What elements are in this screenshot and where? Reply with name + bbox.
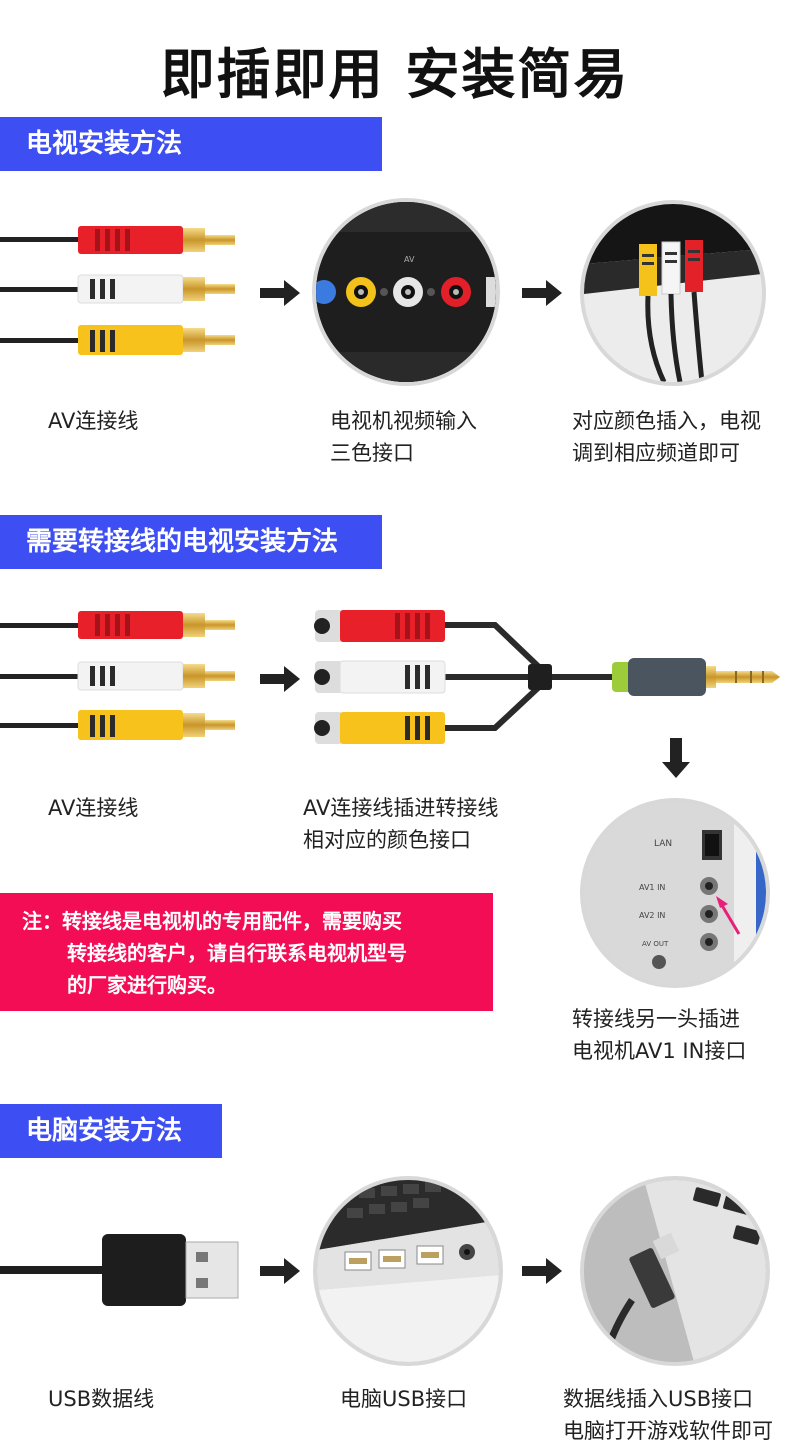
note-line-3: 的厂家进行购买。 — [67, 973, 227, 997]
lan-label: LAN — [654, 839, 672, 849]
arrow-right-icon — [260, 280, 300, 306]
tv-side-panel-photo: LAN AV1 IN AV2 IN AV OUT — [580, 798, 770, 988]
caption-tv-step2: 电视机视频输入 三色接口 — [330, 409, 477, 465]
arrow-right-icon — [522, 280, 562, 306]
white-plug — [0, 274, 235, 304]
note-line-1: 注：转接线是电视机的专用配件，需要购买 — [22, 909, 402, 933]
red-plug — [0, 226, 235, 254]
caption-pc-step2: 电脑USB接口 — [340, 1387, 468, 1411]
caption-pc-step1: USB数据线 — [48, 1387, 155, 1411]
section-heading-tv: 电视安装方法 — [0, 117, 382, 171]
page-title: 即插即用 安装简易 — [160, 43, 630, 106]
av-cable-illustration — [0, 611, 235, 740]
note-box: 注：转接线是电视机的专用配件，需要购买 转接线的客户，请自行联系电视机型号 的厂… — [0, 893, 493, 1011]
caption-pc-step3: 数据线插入USB接口 电脑打开游戏软件即可 — [563, 1387, 773, 1443]
note-line-2: 转接线的客户，请自行联系电视机型号 — [67, 941, 407, 965]
caption-tv-step1: AV连接线 — [48, 409, 139, 433]
av-cable-illustration — [0, 226, 235, 355]
red-jack — [314, 610, 445, 642]
arrow-right-icon — [260, 666, 300, 692]
adapter-cable-illustration — [314, 610, 780, 744]
usb-plugged-in-photo — [580, 1176, 770, 1366]
white-jack — [314, 660, 446, 694]
usb-cable-illustration — [0, 1234, 239, 1306]
av-out-label: AV OUT — [642, 940, 669, 948]
yellow-plug — [0, 325, 235, 355]
caption-tv-step3: 对应颜色插入，电视 调到相应频道即可 — [572, 409, 761, 465]
audio-jack-plug — [612, 658, 780, 696]
arrow-down-icon — [662, 738, 690, 778]
caption-adapter-step2: AV连接线插进转接线 相对应的颜色接口 — [303, 796, 499, 852]
av-panel-label: AV — [404, 255, 415, 264]
yellow-jack — [314, 712, 445, 744]
section-heading-adapter: 需要转接线的电视安装方法 — [0, 515, 382, 569]
caption-adapter-step1: AV连接线 — [48, 796, 139, 820]
arrow-right-icon — [522, 1258, 562, 1284]
caption-adapter-step3: 转接线另一头插进 电视机AV1 IN接口 — [572, 1007, 747, 1063]
av1-in-label: AV1 IN — [639, 883, 665, 892]
arrow-right-icon — [260, 1258, 300, 1284]
section-heading-pc: 电脑安装方法 — [0, 1104, 222, 1158]
av2-in-label: AV2 IN — [639, 911, 665, 920]
tv-av-input-photo: AV — [312, 198, 500, 386]
laptop-usb-port-photo — [313, 1176, 503, 1366]
plugged-in-photo — [580, 200, 766, 386]
